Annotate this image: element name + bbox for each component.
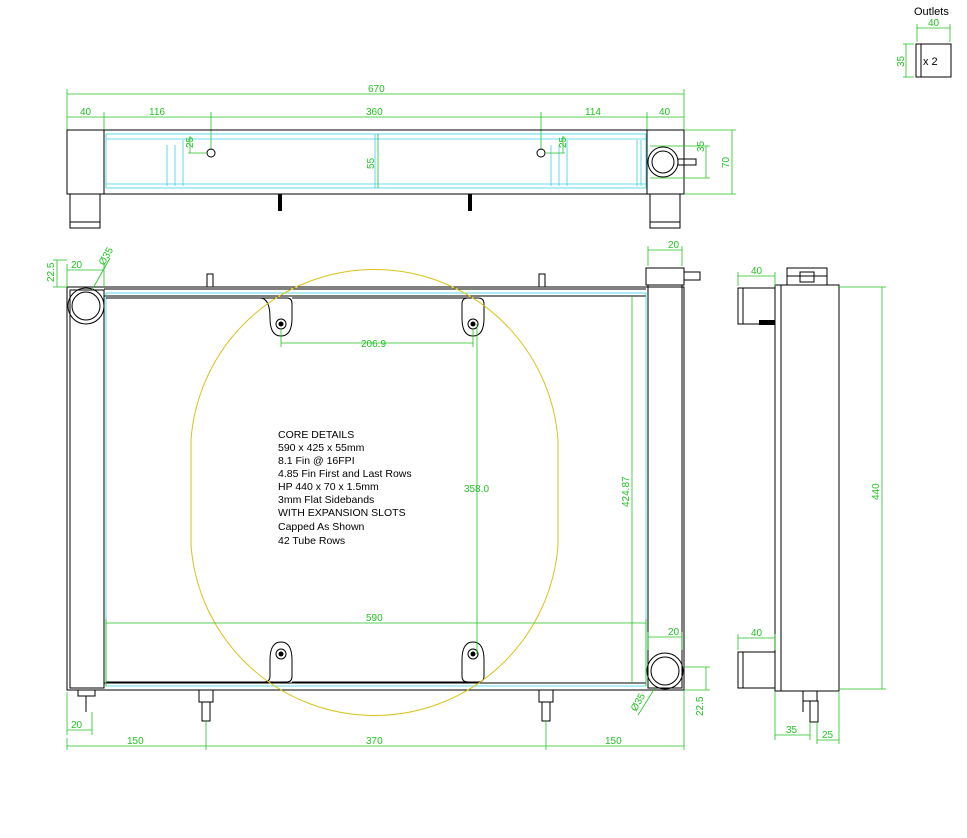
top-outlet-dia-dim: 35 xyxy=(696,140,707,152)
front-drain-width-dim: 20 xyxy=(71,720,83,731)
side-top-outlet-dim: 40 xyxy=(751,266,763,277)
top-tank-right-dim: 40 xyxy=(659,107,671,118)
front-bottom-a-dim: 150 xyxy=(127,736,144,747)
top-core-depth-dim: 55 xyxy=(366,157,377,169)
outlets-title: Outlets xyxy=(914,6,949,18)
outlets-detail: Outlets 40 35 x 2 xyxy=(896,6,952,78)
core-details-line: 8.1 Fin @ 16FPI xyxy=(278,455,355,467)
top-view: 670 40 116 360 114 40 55 2 xyxy=(66,84,736,229)
core-details-line: HP 440 x 70 x 1.5mm xyxy=(278,481,379,493)
top-overall-dim: 670 xyxy=(368,84,385,95)
front-left-width-dim: 20 xyxy=(71,260,83,271)
top-seg-b-dim: 360 xyxy=(366,107,383,118)
core-details-line: 590 x 425 x 55mm xyxy=(278,442,365,454)
outlet-width-dim: 40 xyxy=(928,18,940,29)
core-details-line: Capped As Shown xyxy=(278,521,365,533)
front-corner-offset-dim: 22.5 xyxy=(46,262,57,282)
front-fan-diameter-dim: 358.0 xyxy=(464,484,489,495)
front-left-outlet-dia: Ø35 xyxy=(97,245,116,267)
top-seg-c-dim: 114 xyxy=(585,107,601,118)
front-core-height-dim: 424.87 xyxy=(621,476,632,507)
front-bottom-offset-dim: 22.5 xyxy=(695,696,706,716)
side-bottom-outlet-dim: 40 xyxy=(751,628,763,639)
side-view: 40 40 440 35 25 xyxy=(737,266,886,744)
front-bottom-c-dim: 150 xyxy=(605,736,622,747)
side-base-b-dim: 25 xyxy=(822,730,834,741)
top-tank-left-dim: 40 xyxy=(80,107,92,118)
top-pin-left-dim: 25 xyxy=(185,136,196,148)
core-details-line: WITH EXPANSION SLOTS xyxy=(278,507,406,519)
front-right-outlet-dia: Ø35 xyxy=(629,691,648,713)
top-height-dim: 70 xyxy=(721,156,732,168)
core-details-line: CORE DETAILS xyxy=(278,429,354,441)
front-bottom-b-dim: 370 xyxy=(366,736,383,747)
outlet-count: x 2 xyxy=(923,56,938,68)
side-height-dim: 440 xyxy=(871,483,882,500)
outlet-height-dim: 35 xyxy=(896,55,907,67)
front-top-tank-dim: 20 xyxy=(668,240,680,251)
top-seg-a-dim: 116 xyxy=(149,107,165,118)
core-details-line: 4.85 Fin First and Last Rows xyxy=(278,468,412,480)
core-details: CORE DETAILS 590 x 425 x 55mm 8.1 Fin @ … xyxy=(278,429,412,547)
front-right-width-dim: 20 xyxy=(668,627,680,638)
front-fan-span-dim: 206.9 xyxy=(361,339,386,350)
core-details-line: 42 Tube Rows xyxy=(278,535,345,547)
core-details-line: 3mm Flat Sidebands xyxy=(278,494,374,506)
top-pin-right-dim: 25 xyxy=(558,136,569,148)
front-view: 20 206.9 358.0 424.87 590 xyxy=(46,240,710,750)
side-base-a-dim: 35 xyxy=(786,725,798,736)
front-core-width-dim: 590 xyxy=(366,613,383,624)
